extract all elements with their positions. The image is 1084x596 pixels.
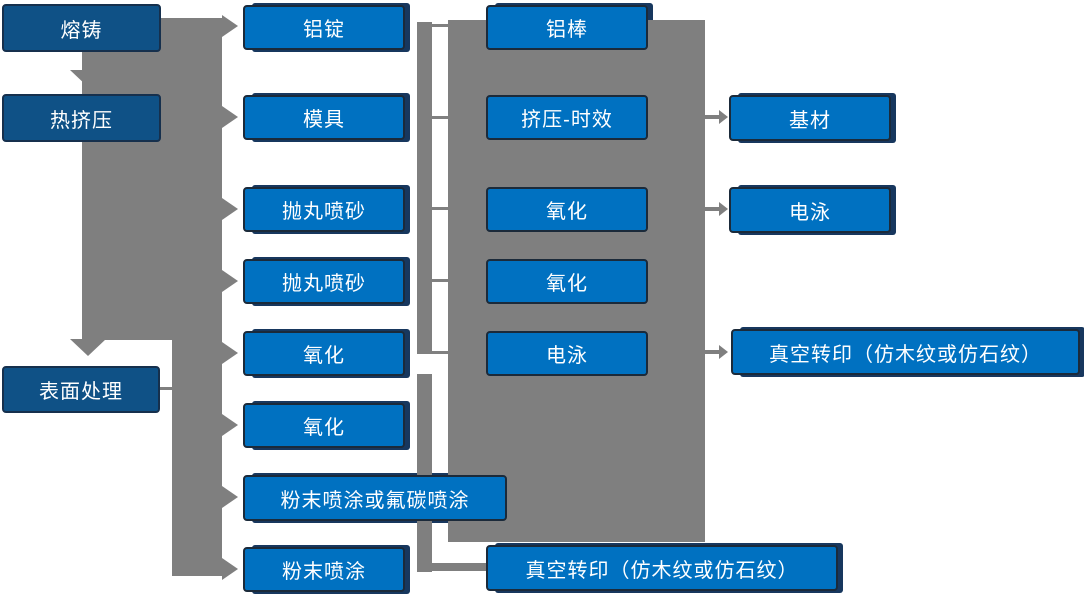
connector-collector-bar-lower: [417, 374, 432, 572]
node-oxidation-1: 氧化: [243, 329, 410, 378]
node-electrophoresis-2: 电泳: [729, 185, 896, 235]
node-extrusion-aging: 挤压-时效: [486, 93, 653, 142]
arrow-right-icon: [222, 558, 238, 580]
node-vacuum-transfer-1: 真空转印（仿木纹或仿石纹）: [486, 543, 843, 593]
arrow-right-icon: [719, 110, 728, 124]
arrow-line: [705, 350, 719, 354]
connector-surface-treatment-link: [158, 387, 174, 390]
arrow-line: [705, 115, 719, 119]
arrow-down-icon: [70, 70, 106, 87]
arrow-right-icon: [222, 486, 238, 508]
arrow-right-icon: [222, 106, 238, 128]
node-vacuum-transfer-2: 真空转印（仿木纹或仿石纹）: [731, 327, 1084, 377]
node-oxidation-2: 氧化: [243, 401, 410, 450]
node-melt-casting: 熔铸: [2, 4, 161, 52]
node-aluminum-rod: 铝棒: [486, 3, 653, 52]
arrow-right-icon: [222, 198, 238, 220]
arrow-right-icon: [719, 345, 728, 359]
arrow-line: [705, 207, 719, 211]
connector-tick: [432, 207, 448, 210]
connector-trunk-left-lower: [172, 340, 222, 576]
node-shot-blasting-2: 抛丸喷砂: [243, 257, 410, 306]
node-aluminum-ingot: 铝锭: [243, 3, 410, 52]
arrow-right-icon: [222, 15, 238, 37]
node-powder-or-fluorocarbon-spray: 粉末喷涂或氟碳喷涂: [243, 473, 512, 523]
connector-tick: [432, 351, 448, 354]
arrow-right-icon: [222, 414, 238, 436]
arrow-down-icon: [70, 339, 106, 356]
connector-tick: [432, 116, 448, 119]
connector-tick: [432, 24, 448, 27]
connector-collector-bar-upper: [417, 22, 432, 354]
arrow-right-icon: [222, 270, 238, 292]
node-shot-blasting-1: 抛丸喷砂: [243, 185, 410, 234]
arrow-right-icon: [222, 342, 238, 364]
connector-trunk-left: [82, 18, 222, 340]
node-electrophoresis-1: 电泳: [486, 329, 653, 378]
node-base-material: 基材: [729, 93, 896, 143]
arrow-right-icon: [719, 202, 728, 216]
connector-tick-bottom: [432, 563, 488, 571]
node-powder-spray: 粉末喷涂: [243, 545, 410, 594]
connector-tick: [432, 279, 448, 282]
node-hot-extrusion: 热挤压: [2, 94, 161, 142]
node-surface-treatment: 表面处理: [2, 366, 160, 413]
node-oxidation-4: 氧化: [486, 257, 653, 306]
node-mold: 模具: [243, 93, 410, 142]
node-oxidation-3: 氧化: [486, 185, 653, 234]
